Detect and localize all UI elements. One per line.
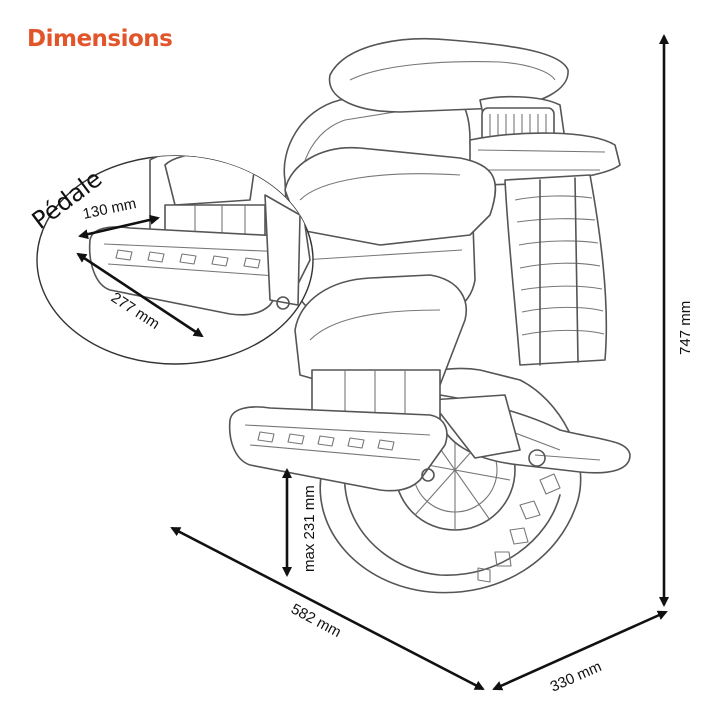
page-title: Dimensions xyxy=(27,26,173,52)
pedal-length-arrow xyxy=(76,252,204,338)
height-label: 747 mm xyxy=(677,301,694,355)
pedal-width-arrow xyxy=(78,214,160,240)
width-arrow xyxy=(492,610,668,691)
pedal-height-label: max 231 mm xyxy=(301,485,318,572)
width-label: 330 mm xyxy=(548,658,604,696)
dimension-arrows xyxy=(76,34,669,691)
length-arrow xyxy=(170,526,485,691)
unicycle-drawing xyxy=(228,37,631,594)
length-label: 582 mm xyxy=(288,601,344,641)
